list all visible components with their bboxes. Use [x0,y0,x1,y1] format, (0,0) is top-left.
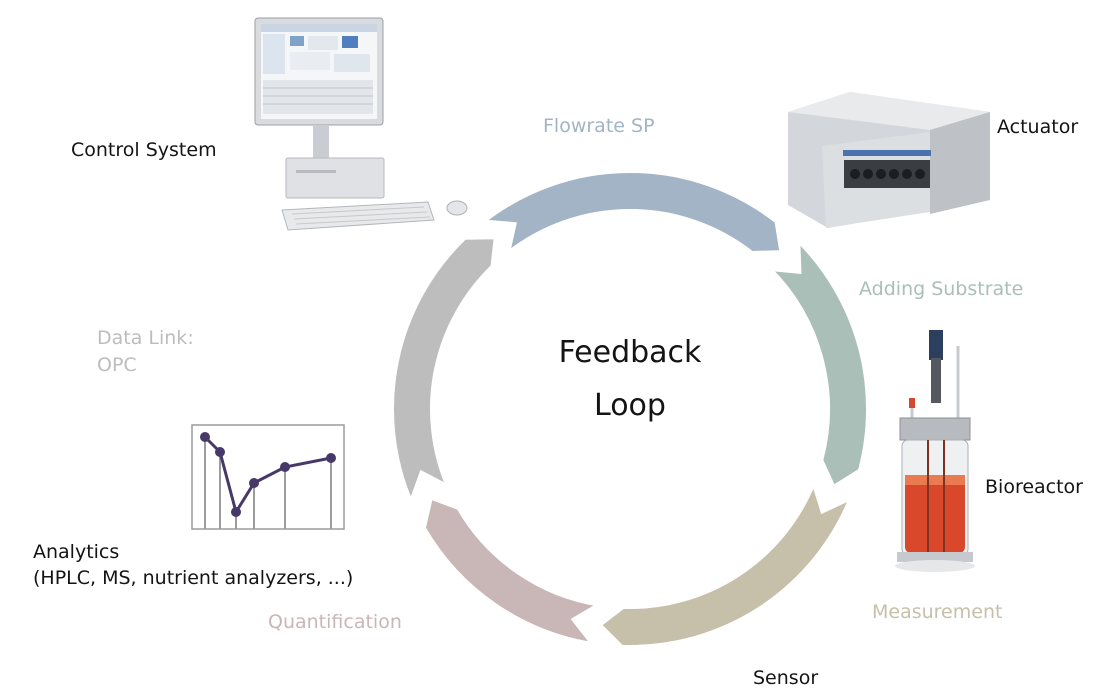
chart-drop-lines [204,437,332,529]
phase-substrate-label: Adding Substrate [859,278,1024,300]
segment-datalink [390,235,499,508]
analytics-line2: (HPLC, MS, nutrient analyzers, ...) [33,566,354,589]
analytics-label: Analytics (HPLC, MS, nutrient analyzers,… [33,540,353,591]
control-system-label: Control System [71,139,217,161]
center-title: Feedback Loop [525,327,735,432]
actuator-label: Actuator [997,116,1079,138]
segment-flowrate [478,169,784,258]
chart-point [200,432,210,442]
chart-points [200,432,336,517]
datalink-line1: Data Link: [97,327,194,349]
segment-measurement [596,477,855,649]
phase-datalink-label: Data Link: OPC [97,325,194,378]
segment-quantification [421,494,605,647]
computer-monitor-icon [254,17,468,231]
phase-flowrate-label: Flowrate SP [543,115,655,137]
chart-point [280,462,290,472]
bioreactor-label: Bioreactor [985,476,1083,498]
phase-measurement-label: Measurement [872,601,1003,623]
sensor-label: Sensor [753,667,819,689]
phase-quantification-label: Quantification [268,611,402,633]
chart-point [249,478,259,488]
segment-substrate [764,235,870,491]
loop-ring [390,169,870,649]
chart-point [215,447,225,457]
datalink-line2: OPC [97,353,137,376]
center-title-line2: Loop [594,387,666,423]
pump-module-icon [788,92,990,228]
chart-point [326,453,336,463]
line-chart-icon [191,424,345,530]
bioreactor-vessel-icon [895,330,975,572]
center-title-line1: Feedback [558,335,702,370]
chart-point [231,507,241,517]
analytics-line1: Analytics [33,541,120,563]
